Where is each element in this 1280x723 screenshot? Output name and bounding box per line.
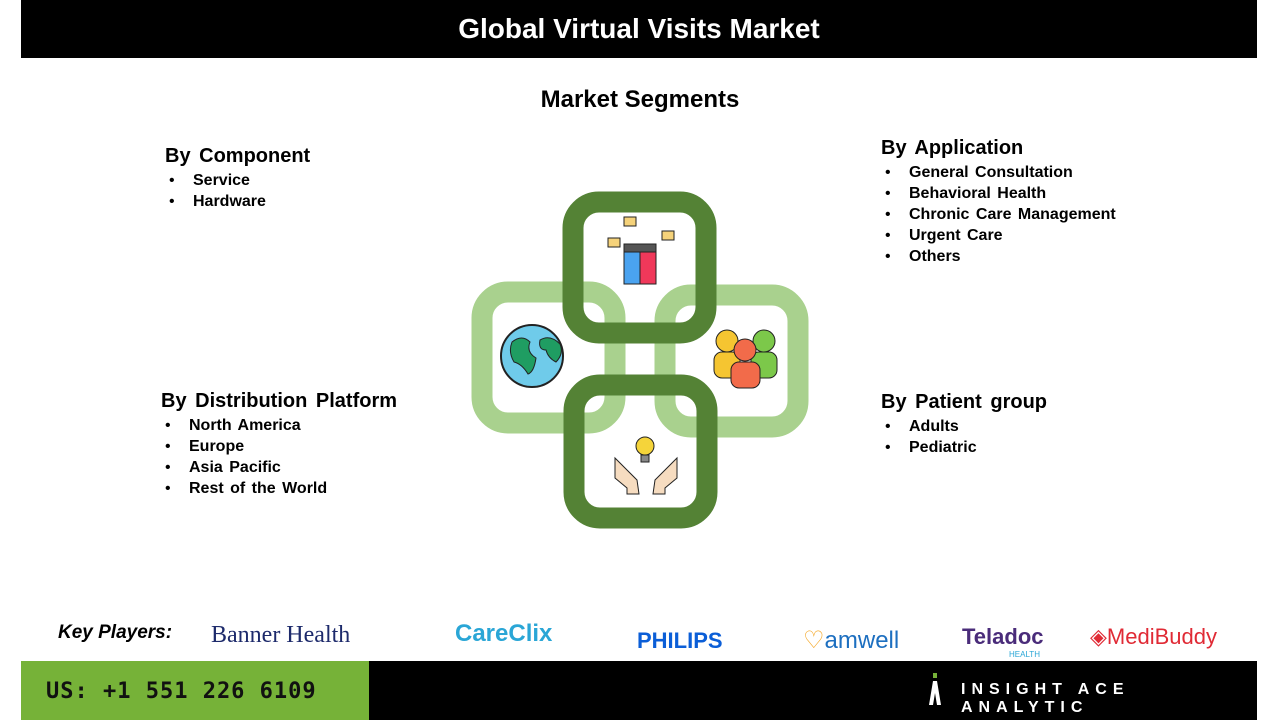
- logo-teladoc-health: HEALTH: [1009, 650, 1040, 659]
- ring-bottom: [563, 374, 718, 529]
- segment-component: By Component Service Hardware: [165, 145, 310, 212]
- segment-application: By Application General Consultation Beha…: [881, 137, 1116, 267]
- list-item: Rest of the World: [161, 478, 397, 499]
- segment-title: By Component: [165, 145, 311, 167]
- logo-amwell: ♡amwell: [803, 627, 900, 654]
- logo-careclix: CareClix: [455, 620, 553, 647]
- section-subtitle: Market Segments: [540, 86, 740, 113]
- list-item: Pediatric: [881, 437, 1047, 458]
- segment-title: By Patient group: [881, 391, 1048, 413]
- people-group-icon: [713, 329, 778, 389]
- list-item: Behavioral Health: [881, 183, 1116, 204]
- ring-left: [471, 281, 626, 434]
- box-network-icon: [607, 216, 675, 285]
- medibuddy-mark-icon: ◈: [1090, 624, 1107, 649]
- logo-philips: PHILIPS: [637, 628, 723, 653]
- list-item: Hardware: [165, 191, 310, 212]
- segment-title: By Application: [881, 137, 1024, 159]
- list-item: North America: [161, 415, 397, 436]
- globe-icon: [500, 324, 564, 388]
- ring-right: [654, 284, 809, 438]
- brand-name: INSIGHT ACE ANALYTIC: [961, 681, 1130, 716]
- list-item: Asia Pacific: [161, 457, 397, 478]
- key-players-label: Key Players:: [58, 622, 173, 643]
- list-item: Service: [165, 170, 310, 191]
- list-item: Europe: [161, 436, 397, 457]
- list-item: Chronic Care Management: [881, 204, 1116, 225]
- list-item: Urgent Care: [881, 225, 1116, 246]
- list-item: General Consultation: [881, 162, 1116, 183]
- logo-teladoc: Teladoc: [962, 624, 1044, 649]
- insight-ace-logo-icon: [929, 673, 941, 705]
- hands-lightbulb-icon: [614, 436, 678, 495]
- page-title: Global Virtual Visits Market: [21, 0, 1257, 58]
- heart-check-icon: ♡: [803, 627, 825, 654]
- logo-medibuddy: ◈MediBuddy: [1090, 624, 1217, 649]
- segment-patient: By Patient group Adults Pediatric: [881, 391, 1047, 458]
- footer-bar: US: +1 551 226 6109 INSIGHT ACE ANALYTIC: [21, 661, 1257, 720]
- segment-distribution: By Distribution Platform North America E…: [161, 390, 397, 499]
- logo-banner-health: Banner Health: [211, 622, 351, 648]
- list-item: Adults: [881, 416, 1047, 437]
- segment-title: By Distribution Platform: [161, 390, 398, 412]
- phone-number: US: +1 551 226 6109: [21, 661, 369, 720]
- ring-top: [562, 191, 717, 344]
- list-item: Others: [881, 246, 1116, 267]
